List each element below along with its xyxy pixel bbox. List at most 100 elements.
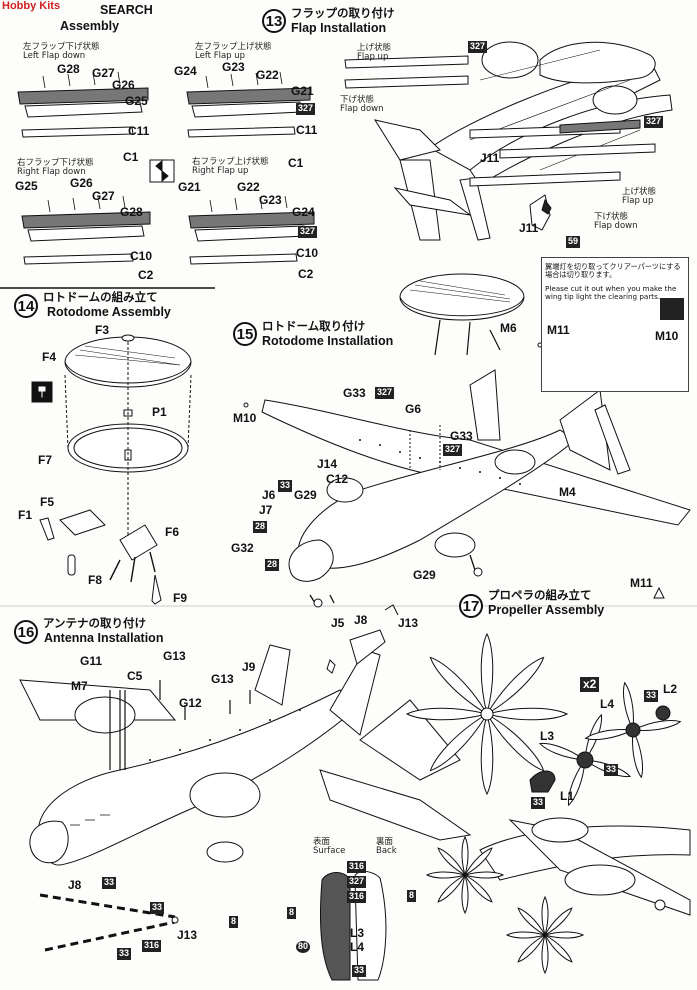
step-15-number: 15: [233, 322, 257, 346]
part-label: C10: [296, 246, 319, 260]
part-label: J6: [262, 488, 276, 502]
part-label: L4: [350, 940, 365, 954]
part-label: C2: [138, 268, 154, 282]
part-label: G13: [211, 672, 234, 686]
part-label: F9: [173, 591, 188, 605]
part-label: J11: [480, 151, 500, 165]
paint-code: 8: [287, 907, 297, 919]
wingtip-light-note: 翼端灯を切り取ってクリアーパーツにする場合は切り取ります。 Please cut…: [541, 257, 689, 392]
propeller-drawing: [405, 632, 691, 975]
part-label: F7: [38, 453, 53, 467]
part-label: C1: [288, 156, 304, 170]
paint-code: 80: [296, 941, 311, 953]
step-14-title-jp: ロトドームの組み立て: [43, 290, 158, 304]
part-label: P1: [152, 405, 167, 419]
part-label: J13: [398, 616, 419, 630]
part-label: J7: [259, 503, 273, 517]
step-13-number: 13: [262, 9, 286, 33]
step-15-title-en: Rotodome Installation: [262, 334, 394, 348]
paint-code: 327: [347, 876, 367, 888]
paint-code: 316: [142, 940, 162, 952]
part-label: J9: [242, 660, 256, 674]
paint-code: 33: [278, 480, 293, 492]
part-label: G21: [178, 180, 201, 194]
part-label: L3: [540, 729, 555, 743]
paint-code: 33: [117, 948, 132, 960]
part-label: F1: [18, 508, 33, 522]
cut-icon: [660, 298, 684, 320]
part-label: L4: [600, 697, 615, 711]
paint-code: 327: [468, 41, 488, 53]
antenna-rods: [39, 893, 179, 952]
part-label: C10: [130, 249, 153, 263]
watermark: Hobby Kits: [2, 0, 61, 12]
note-text-jp: 翼端灯を切り取ってクリアーパーツにする場合は切り取ります。: [545, 262, 681, 280]
part-label: J8: [354, 613, 368, 627]
note-text-en: Please cut it out when you make the wing…: [545, 284, 677, 302]
part-label: G21: [291, 84, 314, 98]
part-label: F6: [165, 525, 180, 539]
part-label: M10: [233, 411, 257, 425]
step-16-number: 16: [14, 620, 38, 644]
paint-code: 33: [352, 965, 367, 977]
part-label: G28: [120, 205, 143, 219]
part-label: F8: [88, 573, 103, 587]
part-label: J8: [68, 878, 82, 892]
step-14-number: 14: [14, 294, 38, 318]
paint-code: 327: [298, 226, 318, 238]
part-label: G28: [57, 62, 80, 76]
part-label: F5: [40, 495, 55, 509]
part-label: G33: [343, 386, 366, 400]
paint-code: 8: [407, 890, 417, 902]
part-label: G11: [80, 654, 103, 668]
part-label: C12: [326, 472, 349, 486]
part-label: G25: [15, 179, 38, 193]
part-label: C5: [127, 669, 143, 683]
aircraft-antenna-view: [19, 604, 472, 866]
part-label: C11: [296, 123, 318, 137]
paint-code: 33: [604, 764, 619, 776]
step-17-title-jp: プロペラの組み立て: [488, 588, 592, 602]
paint-code: 327: [644, 116, 664, 128]
part-label: G24: [174, 64, 197, 78]
paint-code: 327: [296, 103, 316, 115]
part-label: L3: [350, 926, 365, 940]
part-label: G23: [259, 193, 282, 207]
part-label: G26: [112, 78, 135, 92]
part-label: G22: [237, 180, 260, 194]
part-label: C2: [298, 267, 314, 281]
part-label: G24: [292, 205, 315, 219]
rotodome-drawing: [31, 334, 192, 605]
part-label: G29: [294, 488, 317, 502]
part-label: G22: [256, 68, 279, 82]
step-13-title-jp: フラップの取り付け: [291, 6, 395, 20]
paint-code: 33: [644, 690, 659, 702]
part-label: M11: [630, 576, 653, 590]
step-16-title-jp: アンテナの取り付け: [43, 616, 147, 630]
step-13-title-en: Flap Installation: [291, 21, 387, 35]
aircraft-rotodome-view: [243, 273, 691, 608]
part-label: F4: [42, 350, 57, 364]
part-label: M11: [547, 323, 570, 337]
flap-part-c11-left: [17, 71, 149, 138]
part-label: G26: [70, 176, 93, 190]
part-label: J13: [177, 928, 198, 942]
paint-code: 59: [566, 236, 581, 248]
paint-code: 28: [265, 559, 280, 571]
paint-code: 33: [531, 797, 546, 809]
part-label: G6: [405, 402, 422, 416]
part-label: G29: [413, 568, 436, 582]
part-label: C1: [123, 150, 139, 164]
part-label: M4: [559, 485, 576, 499]
step-17-title-en: Propeller Assembly: [488, 603, 605, 617]
part-label: L1: [560, 789, 575, 803]
